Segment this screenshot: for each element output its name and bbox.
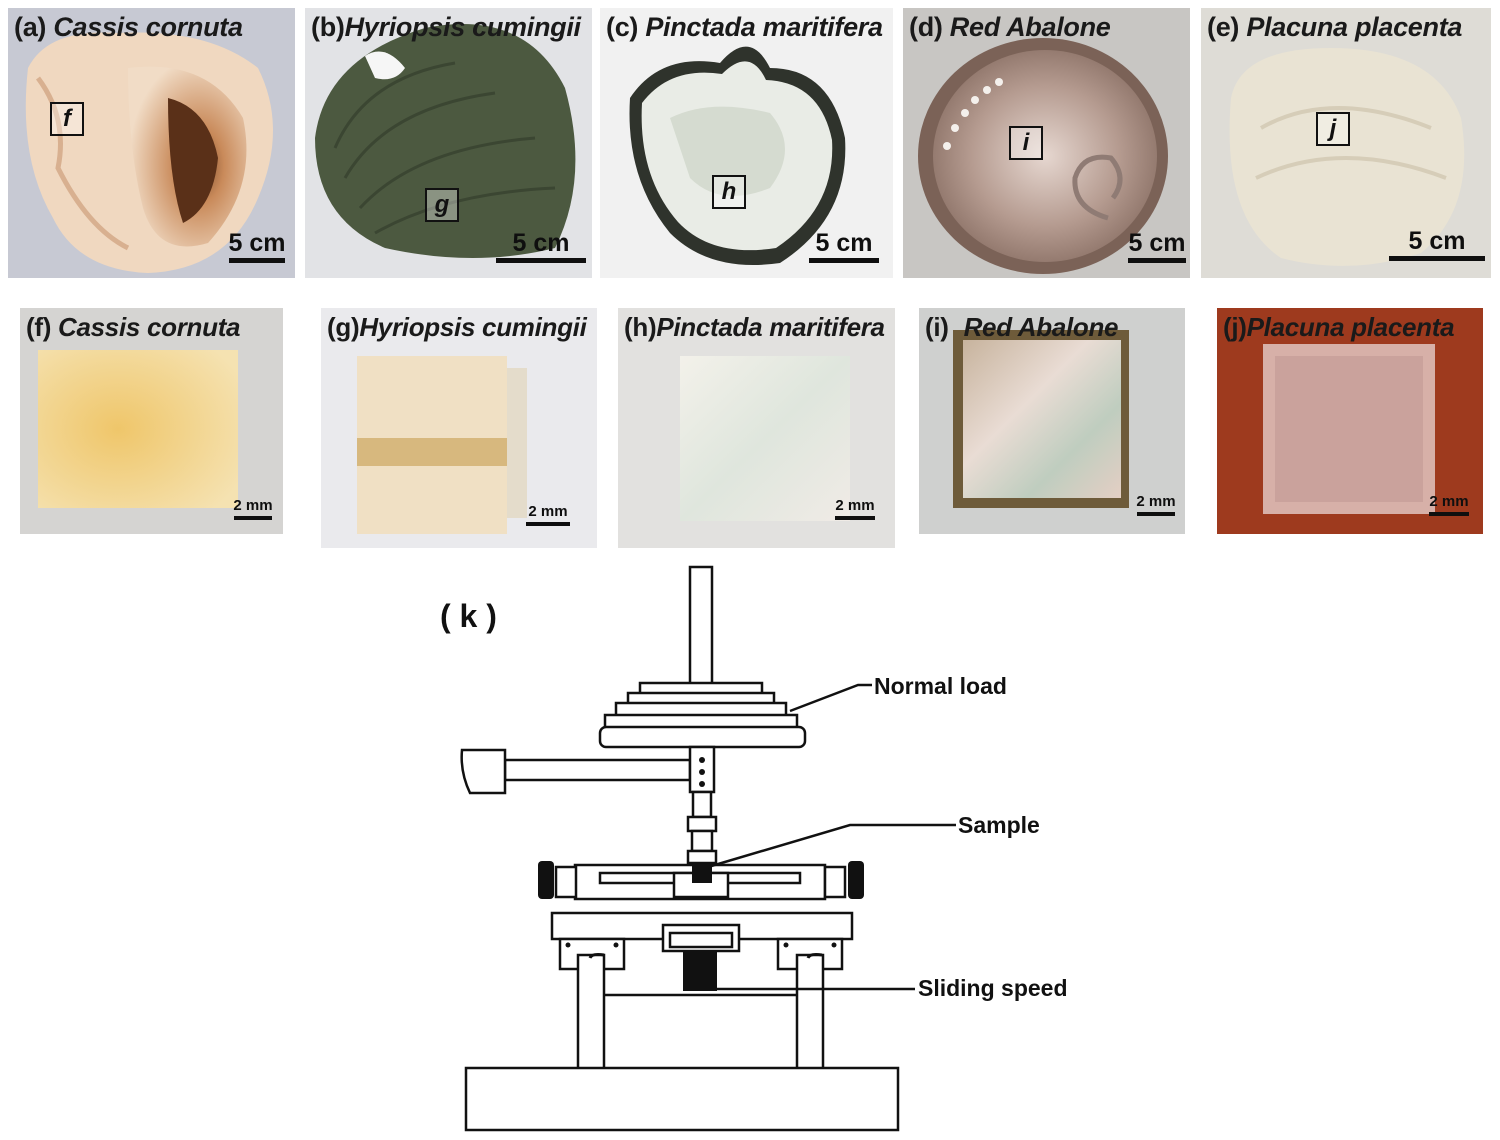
scale-bar: 5 cm	[495, 230, 587, 263]
panel-a-cassis-cornuta-shell: (a) Cassis cornuta f 5 cm	[8, 8, 295, 278]
scale-bar: 5 cm	[1387, 228, 1487, 261]
panel-tag: (h)	[624, 312, 657, 342]
inset-marker: i	[1009, 126, 1043, 160]
panel-tag: (g)	[327, 312, 360, 342]
shell-photo-d	[903, 8, 1190, 278]
panel-label: (f) Cassis cornuta	[26, 312, 241, 343]
load-rod	[688, 565, 714, 694]
sample-photo-j	[1217, 308, 1483, 534]
panel-tag: (j)	[1223, 312, 1247, 342]
species-name: Pinctada maritifera	[645, 12, 883, 42]
sample-photo-i	[919, 308, 1185, 534]
scale-bar: 5 cm	[1125, 230, 1189, 263]
species-name: Cassis cornuta	[53, 12, 243, 42]
tester-base	[464, 1066, 900, 1132]
arm-counterweight	[460, 748, 507, 795]
weight-stack	[598, 681, 807, 749]
inset-marker: g	[425, 188, 459, 222]
panel-label: (i) Red Abalone	[925, 312, 1119, 343]
normal-load-label: Normal load	[874, 673, 1007, 699]
sample-label: Sample	[958, 812, 1040, 838]
shell-photo-c	[600, 8, 893, 278]
shell-photo-e	[1201, 8, 1491, 278]
scale-label: 2 mm	[1429, 493, 1469, 510]
species-name: Hyriopsis cumingii	[344, 12, 581, 42]
species-name: Red Abalone	[963, 312, 1119, 342]
scale-label: 2 mm	[1136, 493, 1176, 510]
panel-i-red-abalone-sample: (i) Red Abalone 2 mm	[919, 308, 1185, 534]
panel-tag: (f)	[26, 312, 52, 342]
sample-photo-f	[20, 308, 283, 534]
scale-bar: 2 mm	[230, 498, 276, 520]
left-leg	[576, 953, 606, 1072]
species-name: Hyriopsis cumingii	[359, 312, 587, 342]
panel-tag: (e)	[1207, 12, 1240, 42]
panel-h-pinctada-sample: (h)Pinctada maritifera 2 mm	[618, 308, 895, 548]
shell-photo-a	[8, 8, 295, 278]
panel-tag: (i)	[925, 312, 949, 342]
sample-leader	[707, 823, 956, 869]
sample-photo-g	[321, 308, 597, 548]
right-leg	[795, 953, 825, 1072]
panel-label: (e) Placuna placenta	[1207, 12, 1462, 43]
panel-label: (d) Red Abalone	[909, 12, 1111, 43]
scale-label: 5 cm	[815, 229, 873, 257]
species-name: Placuna placenta	[1246, 312, 1455, 342]
panel-label: (g)Hyriopsis cumingii	[327, 312, 587, 343]
panel-tag: (a)	[14, 12, 47, 42]
species-name: Red Abalone	[949, 12, 1111, 42]
panel-j-placuna-sample: (j)Placuna placenta 2 mm	[1217, 308, 1483, 534]
panel-c-pinctada-shell: (c) Pinctada maritifera h 5 cm	[600, 8, 893, 278]
drive-spring	[683, 951, 717, 991]
scale-label: 2 mm	[835, 497, 875, 514]
right-knob	[848, 861, 864, 899]
scale-bar: 2 mm	[523, 504, 573, 526]
species-name: Pinctada maritifera	[656, 312, 885, 342]
scale-label: 2 mm	[233, 497, 273, 514]
panel-tag: (b)	[311, 12, 345, 42]
scale-label: 5 cm	[1128, 229, 1186, 257]
panel-label: (j)Placuna placenta	[1223, 312, 1455, 343]
panel-tag: (c)	[606, 12, 639, 42]
panel-k-label: ( k )	[440, 598, 497, 634]
scale-label: 2 mm	[528, 503, 568, 520]
scale-label: 5 cm	[1408, 227, 1466, 255]
inset-marker: j	[1316, 112, 1350, 146]
sliding-speed-label: Sliding speed	[918, 975, 1068, 1001]
species-name: Placuna placenta	[1246, 12, 1463, 42]
inset-marker: f	[50, 102, 84, 136]
species-name: Cassis cornuta	[58, 312, 241, 342]
shell-photo-b	[305, 8, 592, 278]
scale-label: 5 cm	[512, 229, 570, 257]
inset-marker: h	[712, 175, 746, 209]
panel-f-cassis-sample: (f) Cassis cornuta 2 mm	[20, 308, 283, 534]
panel-label: (h)Pinctada maritifera	[624, 312, 885, 343]
tribometer-schematic: ( k ) Normal load Sample Sliding speed	[440, 565, 1068, 1132]
panel-b-hyriopsis-shell: (b)Hyriopsis cumingii g 5 cm	[305, 8, 592, 278]
scale-bar: 2 mm	[830, 498, 880, 520]
panel-d-red-abalone-shell: (d) Red Abalone i 5 cm	[903, 8, 1190, 278]
sample-piece	[692, 865, 712, 883]
panel-tag: (d)	[909, 12, 943, 42]
scale-bar: 2 mm	[1133, 494, 1179, 516]
panel-label: (c) Pinctada maritifera	[606, 12, 883, 43]
panel-g-hyriopsis-sample: (g)Hyriopsis cumingii 2 mm	[321, 308, 597, 548]
normal-load-leader	[789, 683, 872, 713]
scale-bar: 2 mm	[1425, 494, 1473, 516]
sample-photo-h	[618, 308, 895, 548]
loading-arm	[503, 758, 692, 782]
scale-bar: 5 cm	[806, 230, 882, 263]
scale-label: 5 cm	[228, 229, 286, 257]
panel-e-placuna-shell: (e) Placuna placenta j 5 cm	[1201, 8, 1491, 278]
panel-label: (a) Cassis cornuta	[14, 12, 243, 43]
panel-label: (b)Hyriopsis cumingii	[311, 12, 581, 43]
scale-bar: 5 cm	[224, 230, 290, 263]
left-knob	[538, 861, 554, 899]
